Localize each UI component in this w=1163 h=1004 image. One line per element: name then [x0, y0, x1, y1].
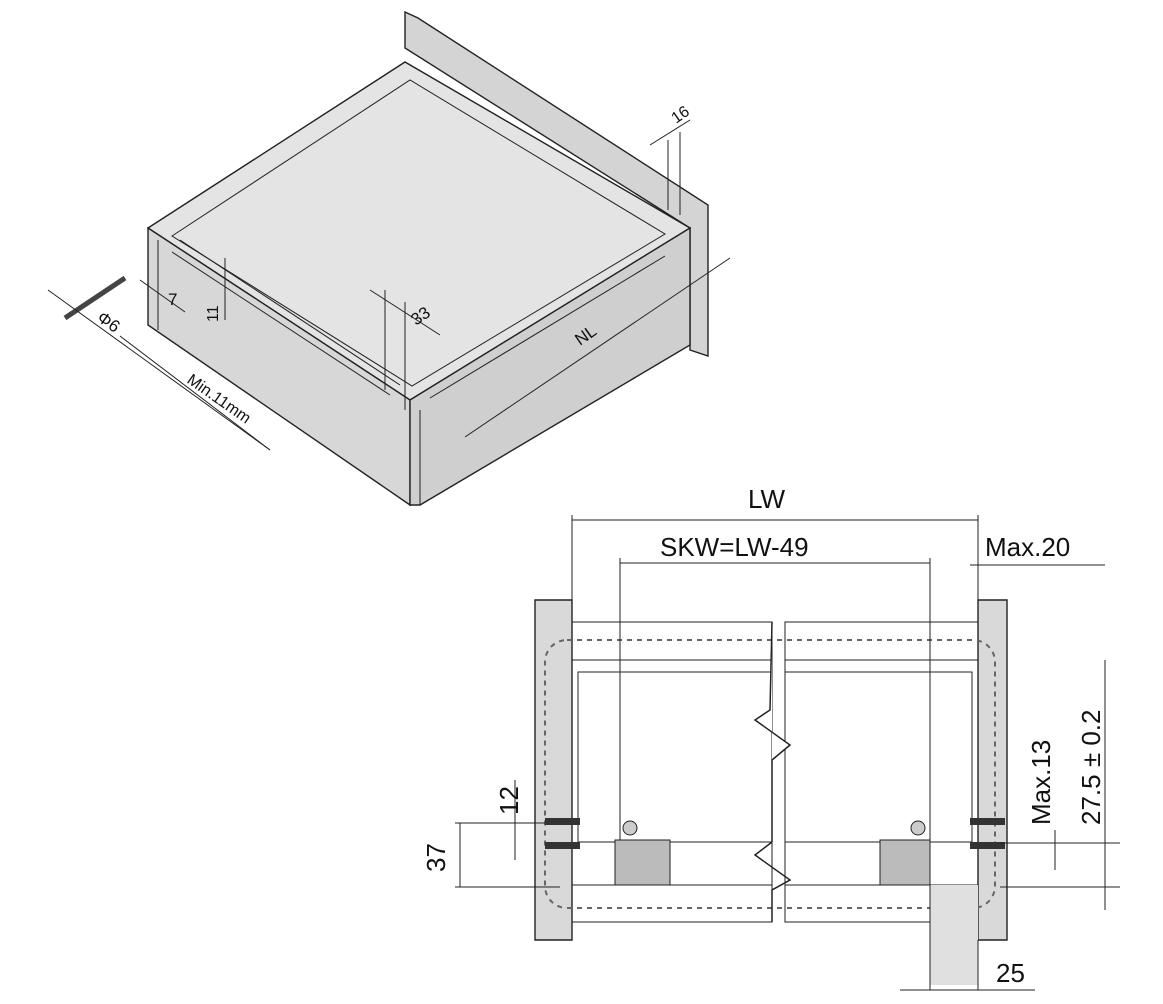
break-line-top	[753, 621, 792, 842]
label-max20: Max.20	[985, 532, 1070, 562]
section-labels: LW SKW=LW-49 Max.20 Max.13 27.5 ± 0.2 12…	[421, 484, 1106, 988]
right-cabinet-wall	[977, 599, 1008, 941]
dowel	[63, 275, 127, 321]
label-height: 27.5 ± 0.2	[1076, 710, 1106, 825]
label-lw: LW	[748, 484, 786, 514]
back-panel	[404, 10, 709, 357]
isometric-drawer	[47, 10, 731, 507]
break-line-bottom	[753, 841, 792, 922]
label-7: 7	[168, 290, 177, 309]
left-cabinet-wall	[534, 599, 573, 941]
label-dowel-diameter: Φ6	[94, 308, 124, 337]
label-max13: Max.13	[1026, 740, 1056, 825]
label-12: 12	[494, 786, 524, 815]
section-view	[455, 515, 1120, 991]
label-11: 11	[205, 305, 222, 322]
label-37: 37	[421, 843, 451, 872]
drawer-left-half	[571, 621, 773, 923]
slide-left	[614, 839, 671, 886]
label-skw: SKW=LW-49	[660, 532, 809, 562]
drawer-inner-bottom	[171, 79, 666, 387]
slide-right	[879, 839, 931, 886]
label-25: 25	[996, 958, 1025, 988]
label-16: 16	[669, 103, 693, 127]
